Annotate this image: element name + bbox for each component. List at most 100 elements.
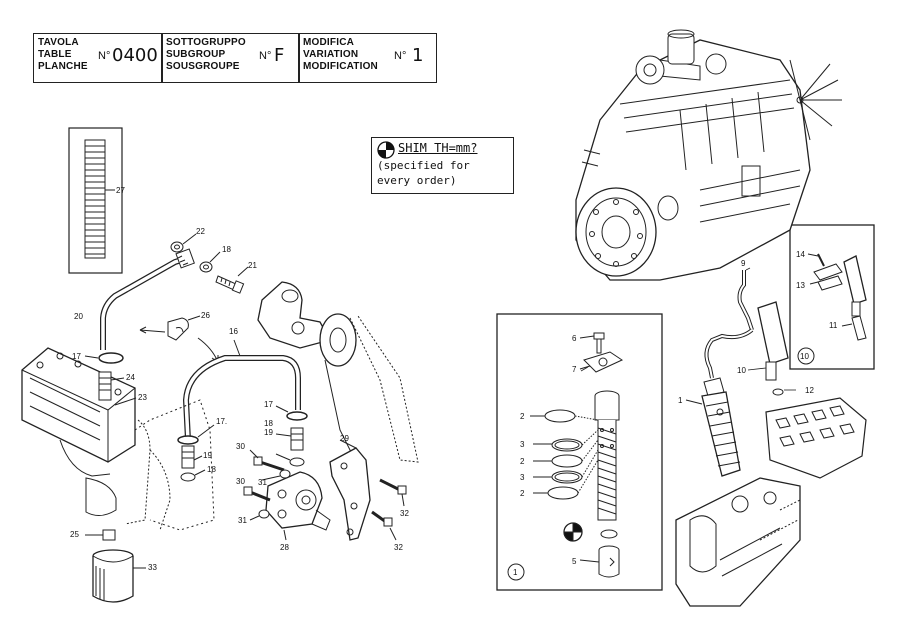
part-18-washer-b xyxy=(180,469,206,482)
part-20-fuel-pipe xyxy=(100,248,195,350)
part-5-nozzle-nut xyxy=(579,545,620,578)
modification-label-it: MODIFICA xyxy=(303,37,355,48)
callout-5: 5 xyxy=(572,557,577,566)
part-23-leader xyxy=(114,397,137,406)
part-29-bracket xyxy=(329,439,371,541)
part-9-injection-pipe xyxy=(704,270,754,379)
part-31-washer-b xyxy=(249,509,270,521)
callout-7: 7 xyxy=(572,365,577,374)
part-13-clamp xyxy=(809,263,843,291)
part-30-bolt-b xyxy=(243,486,271,502)
injector-exploded-box xyxy=(496,313,663,591)
header-divider xyxy=(161,34,163,82)
subgroup-number-prefix: N° xyxy=(259,50,272,62)
part-7-flange xyxy=(579,351,624,373)
callout-2: 2 xyxy=(520,489,525,498)
callout-13: 13 xyxy=(796,281,805,290)
part-2-washer-2 xyxy=(533,454,583,468)
engine-block-outline xyxy=(134,399,215,531)
part-25-union xyxy=(85,529,116,541)
table-label-en: TABLE xyxy=(38,49,72,60)
table-label-it: TAVOLA xyxy=(38,37,79,48)
callout-18: 18 xyxy=(222,245,231,254)
subgroup-label-en: SUBGROUP xyxy=(166,49,226,60)
callout-28: 28 xyxy=(280,543,289,552)
callout-23: 23 xyxy=(138,393,147,402)
callout-32: 32 xyxy=(394,543,403,552)
callout-27: 27 xyxy=(116,186,125,195)
table-label: TAVOLA TABLE PLANCHE xyxy=(38,37,88,73)
shim-symbol-icon xyxy=(563,522,583,542)
callout-25: 25 xyxy=(70,530,79,539)
part-17-clamp-b xyxy=(177,424,215,445)
part-31-washer-a xyxy=(261,469,291,481)
part-24-nipple xyxy=(98,371,125,401)
callout-6: 6 xyxy=(572,334,577,343)
modification-label-fr: MODIFICATION xyxy=(303,61,378,72)
part-33-fuel-filter xyxy=(92,549,146,603)
part-10-injector xyxy=(757,301,789,381)
part-1-injector xyxy=(685,377,741,477)
header-divider xyxy=(298,34,300,82)
part-32-bolt-b xyxy=(371,510,397,541)
engine-block-section xyxy=(675,477,801,607)
subgroup-label: SOTTOGRUPPO SUBGROUP SOUSGROUPE xyxy=(166,37,246,73)
subgroup-number: F xyxy=(274,45,285,66)
callout-21: 21 xyxy=(248,261,257,270)
callout-22: 22 xyxy=(196,227,205,236)
callout-30: 30 xyxy=(236,442,245,451)
part-30-bolt-a xyxy=(249,449,285,472)
callout-2: 2 xyxy=(520,412,525,421)
part-26-clamp xyxy=(139,315,219,363)
callout-31: 31 xyxy=(238,516,247,525)
part-19-nipple-a xyxy=(181,445,203,469)
shim-note-line: (specified for xyxy=(377,159,470,172)
water-pump-assembly xyxy=(257,281,419,463)
callout-10: 10 xyxy=(737,366,746,375)
callout-20: 20 xyxy=(74,312,83,321)
callout-31: 31 xyxy=(258,478,267,487)
shim-note-title: SHIM TH=mm? xyxy=(398,141,478,155)
modification-label: MODIFICA VARIATION MODIFICATION xyxy=(303,37,378,73)
part-18-washer-c xyxy=(275,453,305,467)
callout-leaders xyxy=(580,267,796,391)
callout-18: 18 xyxy=(264,419,273,428)
modification-number: 1 xyxy=(412,45,424,66)
callout-12: 12 xyxy=(805,386,814,395)
callout-1: 1 xyxy=(678,396,683,405)
callout-19: 19 xyxy=(264,428,273,437)
callout-24: 24 xyxy=(126,373,135,382)
callout-9: 9 xyxy=(741,259,746,268)
part-2-washer-3 xyxy=(533,486,579,500)
callout-14: 14 xyxy=(796,250,805,259)
part-27-spring-sleeve xyxy=(68,127,123,274)
callout-17: 17 xyxy=(264,400,273,409)
injector-dashed-leaders xyxy=(574,415,599,494)
callout-16: 16 xyxy=(229,327,238,336)
callout-3: 3 xyxy=(520,440,525,449)
callout-19: 19 xyxy=(203,451,212,460)
table-number: 0400 xyxy=(112,45,158,66)
part-14-screw xyxy=(807,253,825,267)
part-11-nozzle xyxy=(841,315,867,341)
modification-number-prefix: N° xyxy=(394,50,407,62)
subgroup-label-it: SOTTOGRUPPO xyxy=(166,37,246,48)
part-12-washer xyxy=(772,388,784,396)
header-table: TAVOLA TABLE PLANCHE N° 0400 SOTTOGRUPPO… xyxy=(33,33,437,83)
part-21-banjo-bolt xyxy=(215,266,249,294)
callout-30: 30 xyxy=(236,477,245,486)
callout-17: 17. xyxy=(216,417,227,426)
part-23-filter-head xyxy=(21,347,171,531)
callout-10-box: 10 xyxy=(800,352,809,361)
part-17-clamp-c xyxy=(275,405,308,421)
callout-11: 11 xyxy=(829,321,838,330)
part-2-washer-1 xyxy=(530,409,576,423)
callout-1-box: 1 xyxy=(513,568,518,577)
callout-26: 26 xyxy=(201,311,210,320)
callout-33: 33 xyxy=(148,563,157,572)
part-17-clamp-a xyxy=(84,352,124,364)
cylinder-head-section xyxy=(765,397,867,479)
callout-29: 29 xyxy=(340,434,349,443)
